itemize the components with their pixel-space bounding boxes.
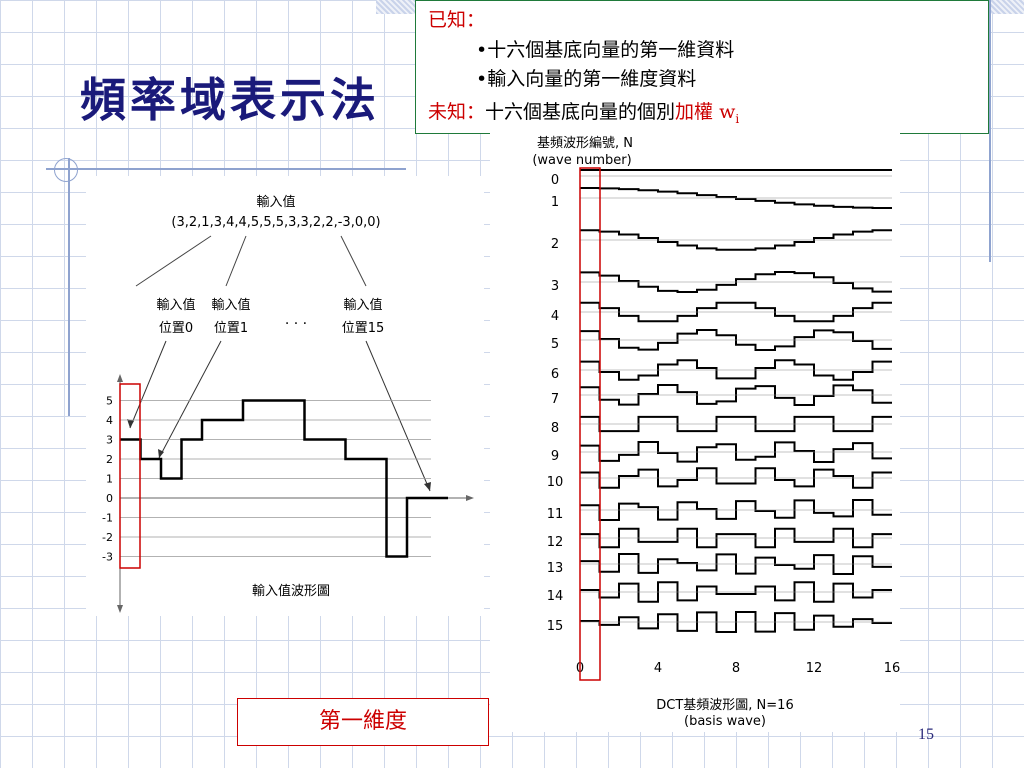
unknown-label: 未知： bbox=[428, 101, 486, 123]
known-unknown-box: 已知： •十六個基底向量的第一維資料 •輸入向量的第一維度資料 未知：十六個基底… bbox=[415, 0, 989, 134]
y-tick-label: -3 bbox=[102, 551, 113, 564]
wave-number-label: 11 bbox=[547, 507, 564, 522]
arrow-pos0 bbox=[129, 340, 167, 429]
decor-line-right bbox=[989, 0, 991, 262]
basis-wave-2 bbox=[580, 229, 892, 251]
y-tick-label: 1 bbox=[106, 473, 113, 486]
y-tick-label: 5 bbox=[106, 395, 113, 408]
pos1-label-b: 位置1 bbox=[214, 321, 248, 336]
arrow-pos15 bbox=[365, 340, 431, 492]
wave-number-label: 4 bbox=[551, 309, 559, 324]
x-tick-label: 8 bbox=[732, 661, 740, 676]
known-item-2: •輸入向量的第一維度資料 bbox=[476, 68, 697, 90]
y-axis-arrow-down bbox=[117, 605, 123, 613]
x-tick-label: 16 bbox=[884, 661, 900, 676]
y-axis-arrow bbox=[117, 374, 123, 382]
wave-number-label: 10 bbox=[547, 475, 564, 490]
known-label: 已知： bbox=[428, 9, 486, 31]
input-title: 輸入值 bbox=[256, 194, 295, 210]
tree-line-1 bbox=[225, 235, 247, 287]
wave-number-label: 15 bbox=[547, 619, 564, 634]
arrow-pos1-head bbox=[158, 449, 164, 458]
y-tick-label: -1 bbox=[102, 512, 113, 525]
dct-header: 基頻波形編號, N bbox=[537, 135, 633, 151]
basis-wave-10 bbox=[580, 467, 892, 489]
y-tick-label: 3 bbox=[106, 434, 113, 447]
x-tick-label: 12 bbox=[806, 661, 823, 676]
input-waveform bbox=[120, 399, 448, 558]
position0-highlight bbox=[119, 383, 141, 569]
wave-number-label: 9 bbox=[551, 449, 559, 464]
y-tick-label: 0 bbox=[106, 492, 113, 505]
wave-number-label: 6 bbox=[551, 367, 559, 382]
tree-line-0 bbox=[135, 235, 212, 287]
pos0-label-b: 位置0 bbox=[159, 321, 193, 336]
y-tick-label: 4 bbox=[106, 414, 113, 427]
basis-wave-6 bbox=[580, 359, 892, 381]
unknown-line: 未知：十六個基底向量的個別加權 wi bbox=[428, 97, 739, 134]
known-item-1: •十六個基底向量的第一維資料 bbox=[476, 39, 735, 61]
pos0-label-a: 輸入值 bbox=[156, 297, 195, 313]
pos1-label-a: 輸入值 bbox=[211, 297, 250, 313]
basis-wave-4 bbox=[580, 301, 892, 323]
pos15-label-a: 輸入值 bbox=[343, 297, 382, 313]
input-waveform-figure: 輸入值 (3,2,1,3,4,4,5,5,5,3,3,2,2,-3,0,0) 輸… bbox=[86, 176, 484, 616]
first-dimension-label: 第一維度 bbox=[237, 698, 489, 746]
x-axis-arrow bbox=[466, 495, 474, 501]
unknown-text: 十六個基底向量的個別 bbox=[485, 101, 676, 123]
input-values: (3,2,1,3,4,4,5,5,5,3,3,2,2,-3,0,0) bbox=[171, 215, 380, 230]
basis-wave-14 bbox=[580, 581, 892, 603]
wave-number-label: 7 bbox=[551, 392, 559, 407]
y-tick-label: -2 bbox=[102, 531, 113, 544]
pos15-label-b: 位置15 bbox=[342, 321, 385, 336]
ellipsis: . . . bbox=[285, 312, 307, 328]
decor-line-vertical bbox=[68, 158, 70, 416]
slide-title: 頻率域表示法 bbox=[80, 73, 380, 127]
wave-number-label: 3 bbox=[551, 279, 559, 294]
basis-wave-12 bbox=[580, 527, 892, 549]
arrow-pos1 bbox=[158, 340, 222, 459]
wave-number-label: 0 bbox=[551, 173, 559, 188]
wave-number-label: 12 bbox=[547, 535, 564, 550]
y-tick-labels: 5 4 3 2 1 0 -1 -2 -3 bbox=[102, 395, 113, 564]
wave-number-label: 8 bbox=[551, 421, 559, 436]
arrow-pos15-head bbox=[424, 482, 431, 491]
input-caption: 輸入值波形圖 bbox=[252, 583, 330, 599]
weight-subscript: i bbox=[735, 111, 740, 126]
first-dimension-highlight bbox=[579, 167, 601, 681]
weight-label: 加權 w bbox=[675, 101, 736, 123]
wave-number-label: 1 bbox=[551, 195, 559, 210]
x-tick-label: 4 bbox=[654, 661, 662, 676]
wave-number-label: 13 bbox=[547, 561, 564, 576]
page-number: 15 bbox=[918, 726, 934, 743]
wave-number-label: 14 bbox=[547, 589, 564, 604]
wave-number-label: 2 bbox=[551, 237, 559, 252]
chart-title: DCT基頻波形圖, N=16 bbox=[656, 698, 793, 713]
basis-wave-8 bbox=[580, 415, 892, 433]
dct-header-sub: (wave number) bbox=[532, 153, 631, 168]
decor-circle bbox=[54, 158, 78, 182]
tree-line-15 bbox=[340, 235, 367, 287]
decor-line-horizontal bbox=[46, 168, 406, 170]
y-tick-label: 2 bbox=[106, 453, 113, 466]
wave-number-label: 5 bbox=[551, 337, 559, 352]
chart-subtitle: (basis wave) bbox=[684, 714, 766, 729]
arrow-pos0-head bbox=[127, 419, 134, 428]
